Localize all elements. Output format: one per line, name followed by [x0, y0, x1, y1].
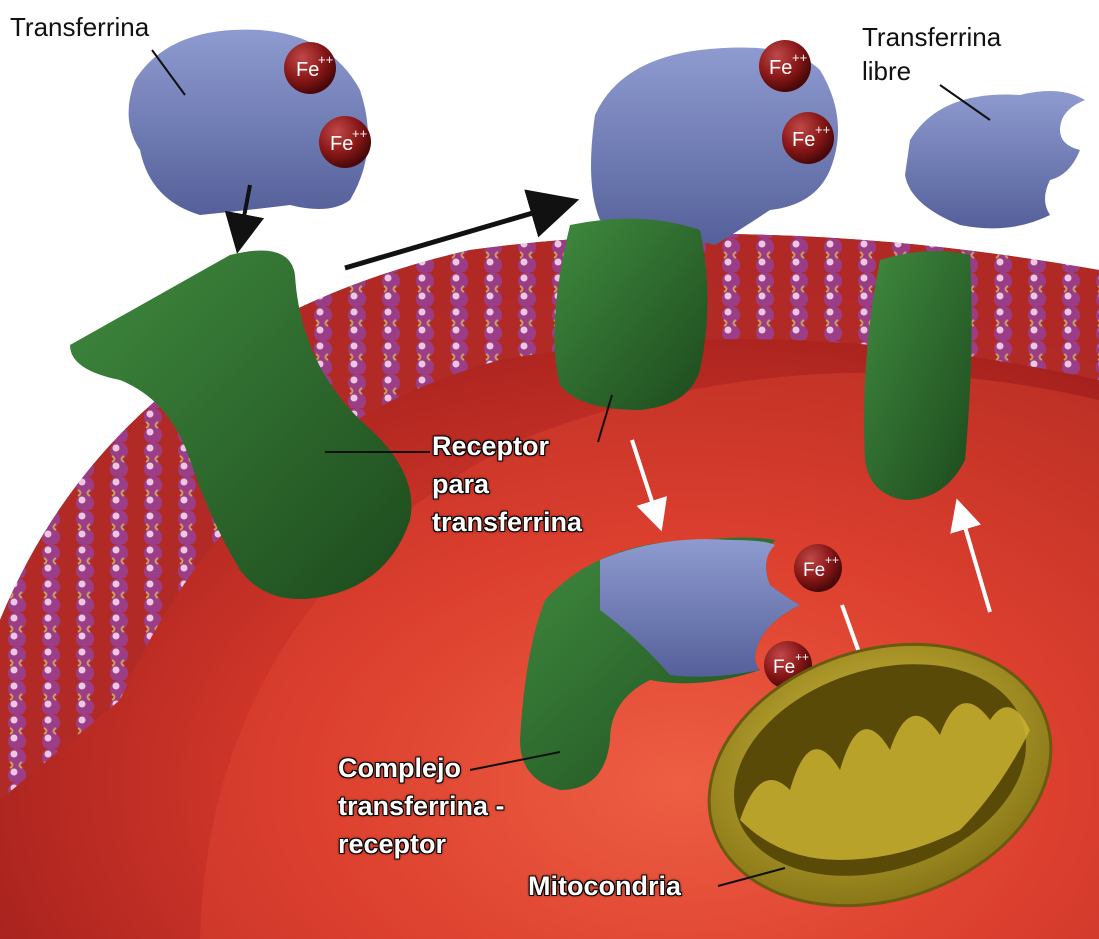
- svg-text:++: ++: [795, 650, 809, 664]
- label-mitocondria: Mitocondria: [528, 870, 681, 903]
- svg-text:++: ++: [318, 52, 333, 67]
- label-complejo-3: receptor: [338, 828, 446, 861]
- svg-text:++: ++: [815, 122, 830, 137]
- label-transferrina-libre-2: libre: [862, 56, 911, 86]
- label-receptor-3: transferrina: [432, 506, 582, 539]
- svg-text:Fe: Fe: [773, 657, 795, 678]
- iron-ion: Fe++: [284, 42, 336, 94]
- svg-text:++: ++: [792, 50, 807, 65]
- svg-text:++: ++: [352, 126, 367, 141]
- iron-ion: Fe++: [319, 116, 371, 168]
- transferrin-receptor-middle: [554, 219, 707, 410]
- label-complejo-1: Complejo: [338, 752, 461, 785]
- free-transferrin: [905, 91, 1085, 228]
- svg-text:Fe: Fe: [792, 129, 815, 151]
- svg-text:Fe: Fe: [330, 133, 353, 155]
- svg-text:Fe: Fe: [769, 57, 792, 79]
- label-transferrina-libre-1: Transferrina: [862, 22, 1001, 52]
- iron-ion: Fe++: [794, 544, 842, 592]
- label-transferrina: Transferrina: [10, 12, 149, 42]
- iron-ion: Fe++: [759, 40, 811, 92]
- label-receptor-1: Receptor: [432, 430, 549, 463]
- svg-text:++: ++: [825, 553, 839, 567]
- svg-text:Fe: Fe: [803, 560, 825, 581]
- svg-text:Fe: Fe: [296, 59, 319, 81]
- label-receptor-2: para: [432, 468, 489, 501]
- iron-ion: Fe++: [782, 112, 834, 164]
- label-complejo-2: transferrina -: [338, 790, 505, 823]
- transferrin-receptor-right: [864, 251, 972, 500]
